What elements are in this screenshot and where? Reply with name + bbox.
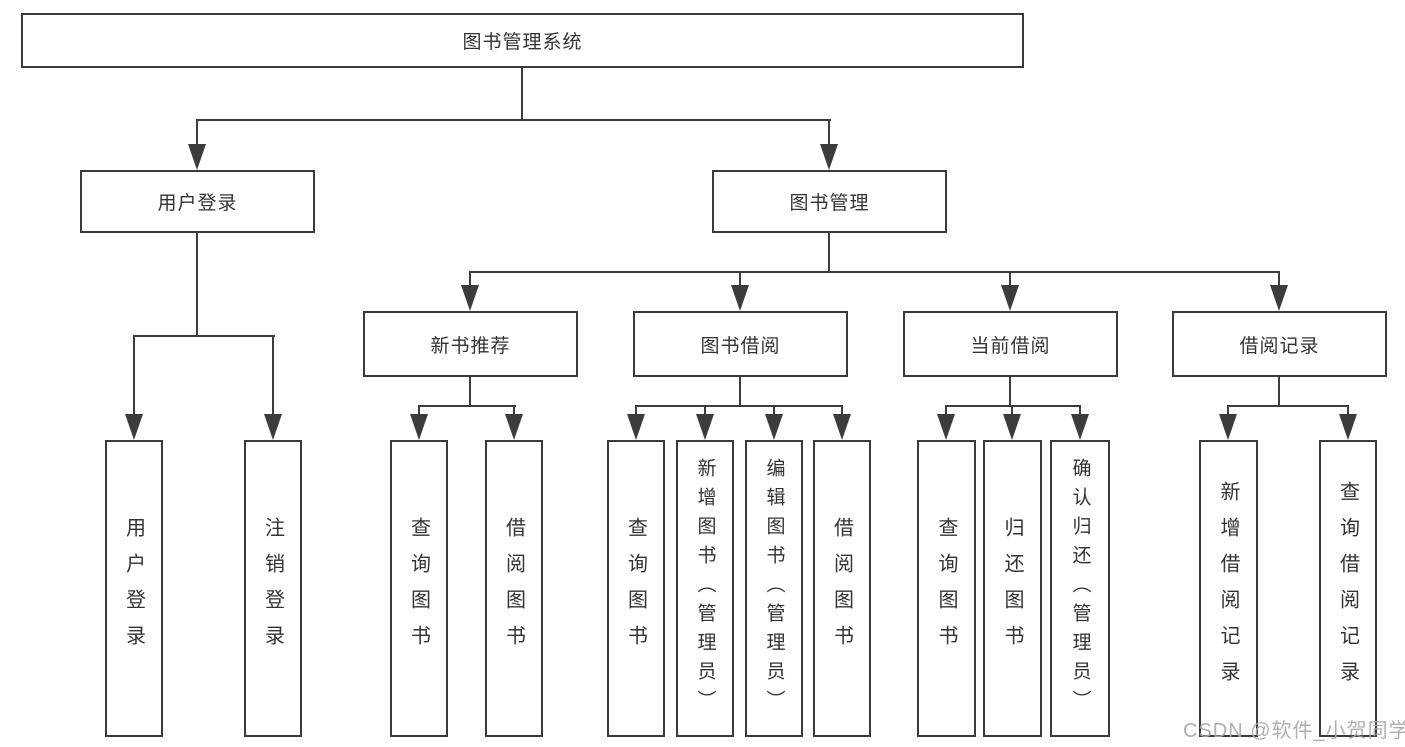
arrow-new-book-recommend	[461, 285, 479, 311]
leaf-record-add: 新增借阅记录	[1199, 440, 1258, 737]
leaf-borrow-add-book-admin-label: 新增图书（管理员）	[694, 458, 716, 719]
leaf-recommend-borrow-book: 借阅图书	[485, 440, 543, 737]
leaf-current-query-book: 查询图书	[917, 440, 976, 737]
arrow-leaf-borrow-query	[627, 414, 645, 440]
leaf-logout-login-label: 注销登录	[261, 516, 284, 661]
node-user-login-group: 用户登录	[80, 170, 315, 233]
leaf-current-confirm-return-admin: 确认归还（管理员）	[1050, 440, 1110, 737]
connector-line	[196, 119, 831, 121]
leaf-borrow-add-book-admin: 新增图书（管理员）	[676, 440, 734, 737]
connector-line	[1278, 377, 1280, 407]
connector-line	[196, 119, 198, 147]
connector-line	[828, 119, 830, 147]
arrow-leaf-current-return	[1003, 414, 1021, 440]
connector-line	[513, 405, 515, 417]
node-user-login-group-label: 用户登录	[157, 193, 238, 214]
connector-line	[1009, 271, 1011, 289]
connector-line	[1227, 405, 1349, 407]
arrow-leaf-record-query	[1339, 414, 1357, 440]
leaf-borrow-borrow-book-label: 借阅图书	[830, 516, 853, 661]
leaf-record-query-label: 查询借阅记录	[1336, 480, 1359, 697]
connector-line	[469, 271, 1280, 273]
arrow-leaf-current-query	[937, 414, 955, 440]
node-system-root-label: 图书管理系统	[462, 32, 583, 53]
connector-line	[841, 405, 843, 417]
connector-line	[1347, 405, 1349, 417]
arrow-current-borrow	[1001, 285, 1019, 311]
node-book-mgmt-group-label: 图书管理	[789, 193, 870, 214]
leaf-user-login-label: 用户登录	[122, 516, 145, 661]
connector-line	[272, 335, 274, 417]
connector-line	[635, 405, 637, 417]
connector-line	[739, 377, 741, 407]
connector-line	[1227, 405, 1229, 417]
arrow-leaf-logout-login	[264, 414, 282, 440]
leaf-current-confirm-return-admin-label: 确认归还（管理员）	[1069, 458, 1091, 719]
arrow-leaf-recommend-query	[410, 414, 428, 440]
leaf-logout-login: 注销登录	[244, 440, 302, 737]
leaf-borrow-query-book: 查询图书	[607, 440, 665, 737]
leaf-record-add-label: 新增借阅记录	[1217, 480, 1239, 697]
node-current-borrow-label: 当前借阅	[970, 335, 1051, 357]
node-system-root: 图书管理系统	[21, 13, 1024, 68]
leaf-borrow-edit-book-admin: 编辑图书（管理员）	[745, 440, 803, 737]
leaf-borrow-borrow-book: 借阅图书	[813, 440, 871, 737]
arrow-leaf-borrow-borrow	[833, 414, 851, 440]
arrow-leaf-user-login	[125, 414, 143, 440]
node-new-book-recommend-label: 新书推荐	[430, 335, 511, 357]
arrow-leaf-record-add	[1219, 414, 1237, 440]
leaf-recommend-query-book-label: 查询图书	[407, 516, 430, 661]
leaf-current-return-book-label: 归还图书	[1001, 516, 1023, 661]
connector-line	[469, 271, 471, 289]
connector-line	[469, 377, 471, 407]
csdn-watermark: CSDN @软件_小贺同学	[1183, 720, 1405, 742]
arrow-leaf-borrow-edit	[765, 414, 783, 440]
node-borrow-record-label: 借阅记录	[1239, 335, 1320, 357]
node-book-borrow-label: 图书借阅	[700, 335, 781, 357]
connector-line	[945, 405, 1081, 407]
connector-line	[704, 405, 706, 417]
connector-line	[1009, 377, 1011, 407]
arrow-leaf-current-confirm	[1071, 414, 1089, 440]
leaf-current-query-book-label: 查询图书	[935, 516, 957, 661]
leaf-user-login: 用户登录	[105, 440, 163, 737]
connector-line	[521, 68, 523, 120]
node-book-borrow: 图书借阅	[633, 311, 848, 377]
arrow-user-login	[188, 144, 206, 170]
connector-line	[1079, 405, 1081, 417]
arrow-book-mgmt	[820, 144, 838, 170]
connector-line	[1278, 271, 1280, 289]
arrow-book-borrow	[731, 285, 749, 311]
node-book-mgmt-group: 图书管理	[712, 170, 947, 233]
connector-line	[828, 233, 830, 273]
leaf-current-return-book: 归还图书	[983, 440, 1042, 737]
arrow-borrow-record	[1270, 285, 1288, 311]
connector-line	[133, 335, 135, 417]
connector-line	[739, 271, 741, 289]
connector-line	[418, 405, 516, 407]
connector-line	[1011, 405, 1013, 417]
node-new-book-recommend: 新书推荐	[363, 311, 578, 377]
connector-line	[945, 405, 947, 417]
arrow-leaf-recommend-borrow	[505, 414, 523, 440]
connector-line	[196, 233, 198, 337]
leaf-borrow-edit-book-admin-label: 编辑图书（管理员）	[763, 458, 785, 719]
leaf-recommend-query-book: 查询图书	[390, 440, 448, 737]
leaf-borrow-query-book-label: 查询图书	[624, 516, 647, 661]
leaf-recommend-borrow-book-label: 借阅图书	[502, 516, 525, 661]
connector-line	[773, 405, 775, 417]
leaf-record-query: 查询借阅记录	[1319, 440, 1377, 737]
arrow-leaf-borrow-add	[696, 414, 714, 440]
node-current-borrow: 当前借阅	[903, 311, 1118, 377]
connector-line	[133, 335, 275, 337]
connector-line	[635, 405, 843, 407]
node-borrow-record: 借阅记录	[1172, 311, 1387, 377]
connector-line	[418, 405, 420, 417]
